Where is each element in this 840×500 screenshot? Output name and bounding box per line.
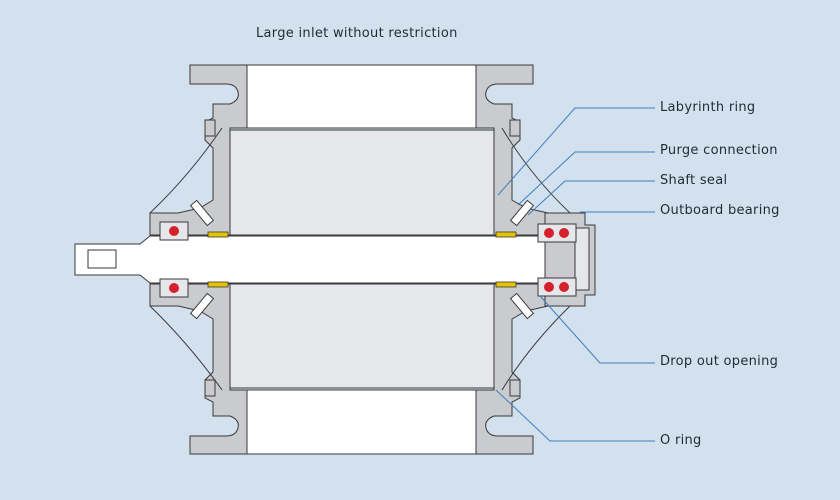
endplate-curve-right-top xyxy=(501,127,571,214)
rotor-upper xyxy=(229,129,495,236)
rotor-lower xyxy=(229,283,495,389)
callout-outboard-bearing: Outboard bearing xyxy=(660,203,780,218)
diagram-title: Large inlet without restriction xyxy=(256,26,458,41)
bearing-cap xyxy=(574,227,590,291)
leader-lines xyxy=(495,107,655,442)
shaft xyxy=(74,235,581,284)
shaft-seals xyxy=(207,231,517,288)
shaft-key xyxy=(87,249,117,269)
inlet-opening xyxy=(246,64,477,129)
callout-purge-connection: Purge connection xyxy=(660,143,778,158)
endplate-curve-left-top xyxy=(149,127,223,214)
callout-shaft-seal: Shaft seal xyxy=(660,173,728,188)
purge-connections xyxy=(189,199,535,320)
bearing-left xyxy=(159,221,189,298)
callout-o-ring: O ring xyxy=(660,433,702,448)
endplate-curve-right-bottom xyxy=(501,305,571,391)
outlet-opening xyxy=(246,389,477,455)
housing-lower-left xyxy=(149,283,248,455)
callout-labyrinth-ring: Labyrinth ring xyxy=(660,100,756,115)
flange-bolts xyxy=(204,119,521,397)
callout-drop-out-opening: Drop out opening xyxy=(660,354,779,369)
housing-upper-left xyxy=(149,64,248,236)
bearing-right xyxy=(537,223,577,297)
